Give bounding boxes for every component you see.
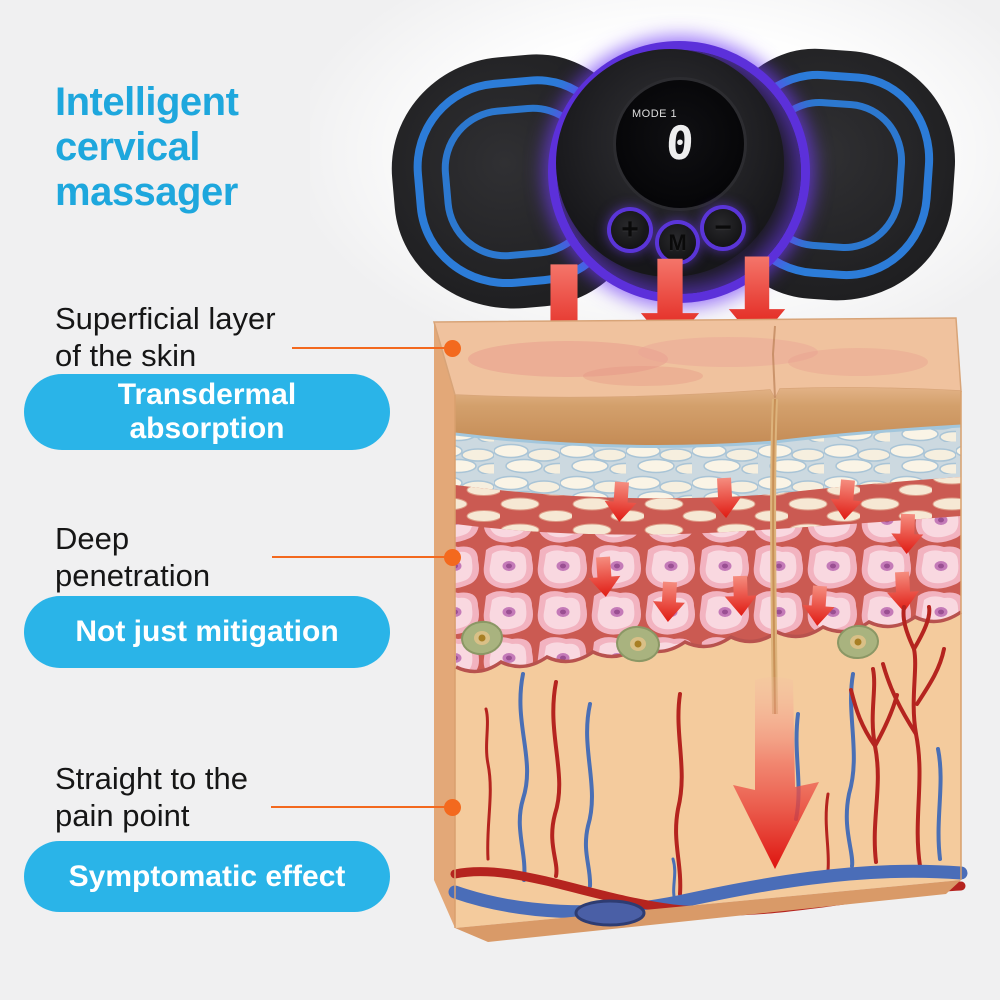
intensity-digit: 0 <box>664 116 696 170</box>
mode-label: MODE 1 <box>632 108 678 120</box>
page-title: Intelligent cervical massager <box>55 80 239 215</box>
deep-penetration-arrow <box>733 677 819 869</box>
connector-line <box>272 556 452 558</box>
epidermis-layer <box>455 387 961 447</box>
plus-button: + <box>611 211 649 249</box>
page-title-line2: cervical <box>55 125 201 169</box>
block-bottom-face <box>454 391 962 942</box>
pill-text-line: Symptomatic effect <box>68 859 346 893</box>
benefit-pill-transdermal: Transdermal absorption <box>24 374 390 450</box>
connector-line <box>271 806 452 808</box>
annotation-label-superficial: Superficial layer of the skin <box>55 300 276 374</box>
page-title-line1: Intelligent <box>55 80 239 124</box>
pill-text-line: absorption <box>129 412 285 445</box>
skin-cross-section-illustration <box>433 317 968 942</box>
page-title-line3: massager <box>55 170 238 214</box>
skin-top-surface <box>433 317 962 400</box>
connector-dot <box>444 799 461 816</box>
mode-button: M <box>659 224 696 261</box>
annotation-label-pain-point: Straight to the pain point <box>55 760 248 834</box>
receptor-cells <box>461 620 879 663</box>
annotation-label-deep: Deep penetration <box>55 520 210 594</box>
benefit-pill-symptomatic: Symptomatic effect <box>24 841 390 912</box>
annotation-label-line: Superficial layer <box>55 301 276 336</box>
benefit-pill-mitigation: Not just mitigation <box>24 596 390 668</box>
minus-button: − <box>704 209 742 247</box>
connector-line <box>292 347 452 349</box>
dermis-layer <box>455 477 962 674</box>
annotation-label-line: penetration <box>55 558 211 593</box>
annotation-label-line: Straight to the <box>55 761 249 796</box>
connector-dot <box>444 340 461 357</box>
annotation-label-line: Deep <box>55 521 130 556</box>
annotation-label-line: of the skin <box>55 338 197 373</box>
stratum-layer <box>454 424 962 499</box>
connector-dot <box>444 549 461 566</box>
annotation-label-line: pain point <box>55 798 190 833</box>
hair-shaft <box>770 398 778 715</box>
display-screen: MODE 1 0 <box>613 77 747 211</box>
pill-text-line: Not just mitigation <box>75 615 339 648</box>
pill-text-line: Transdermal <box>117 378 297 411</box>
